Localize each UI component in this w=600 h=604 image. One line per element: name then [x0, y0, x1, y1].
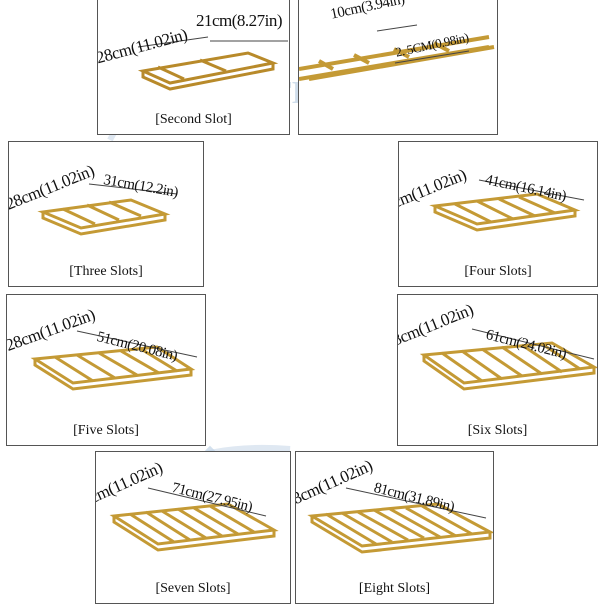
panel-three-slots: 28cm(11.02in) 31cm(12.2in) [Three Slots]	[8, 141, 204, 287]
rack-6-slot-image	[419, 328, 597, 391]
rack-detail-image	[299, 24, 495, 81]
caption: [Four Slots]	[464, 264, 532, 279]
caption: [Eight Slots]	[358, 581, 431, 596]
rack-4-slot-image	[429, 179, 585, 232]
panel-six-slots: 28cm(11.02in) 61cm(24.02in) [Six Slots]	[397, 294, 598, 446]
panel-five-slots: 28cm(11.02in) 51cm(20.08in) [Five Slots]	[6, 294, 206, 446]
caption: [Three Slots]	[69, 264, 143, 279]
caption: [Five Slots]	[73, 423, 139, 438]
panel-seven-slots: 28cm(11.02in) 71cm(27.95in) [Seven Slots…	[95, 451, 291, 604]
rack-2-slot-image	[137, 36, 288, 91]
panel-second-slot: 28cm(11.02in) 21cm(8.27in) [Second Slot]	[97, 0, 290, 135]
rack-5-slot-image	[30, 330, 198, 391]
rack-7-slot-image	[109, 487, 279, 552]
caption: [Second Slot]	[155, 112, 232, 127]
panel-four-slots: 28cm(11.02in) 41cm(16.14in) [Four Slots]	[398, 141, 598, 287]
panel-eight-slots: 28cm(11.02in) 81cm(31.89in) [Eight Slots…	[295, 451, 494, 604]
width-label: 21cm(8.27in)	[196, 11, 283, 30]
panel-detail: 10cm(3.94in) 2. 5CM(0.98in)	[298, 0, 498, 135]
rack-3-slot-image	[37, 183, 178, 236]
caption: [Seven Slots]	[155, 581, 231, 596]
rack-8-slot-image	[307, 487, 493, 554]
caption: [Six Slots]	[467, 423, 528, 438]
